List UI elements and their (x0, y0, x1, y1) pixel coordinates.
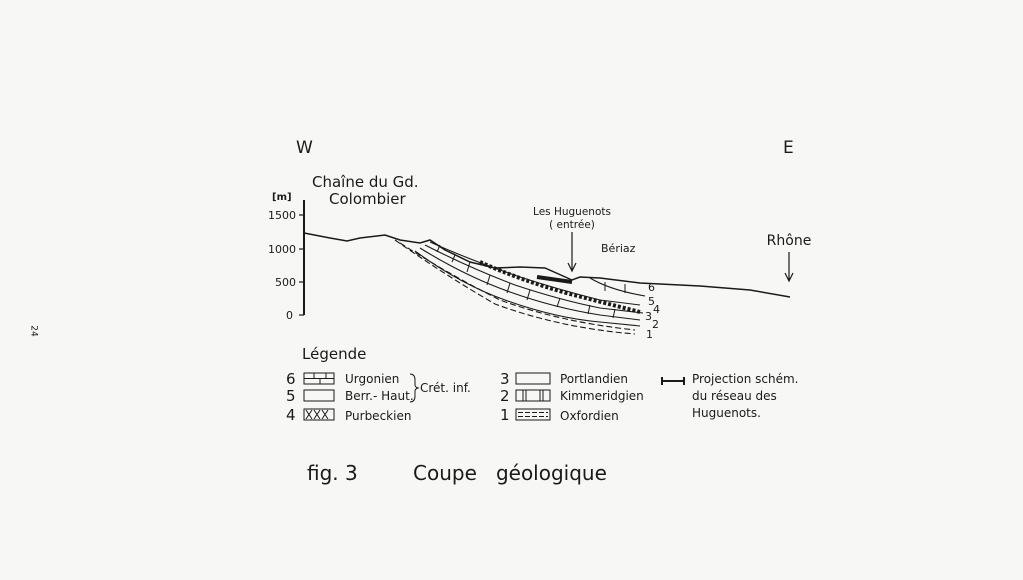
cave-label-2: ( entrée) (549, 219, 595, 231)
svg-text:6: 6 (286, 370, 296, 388)
mountain-label: Chaîne du Gd. (312, 173, 419, 191)
oxfordien-dash-1 (399, 242, 636, 331)
projection-label-3: Huguenots. (692, 406, 761, 420)
vertical-pattern-icon (515, 389, 551, 402)
svg-text:2: 2 (652, 318, 659, 331)
y-tick-0: 0 (286, 309, 293, 322)
mountain-label-2: Colombier (329, 190, 407, 208)
svg-text:1: 1 (646, 328, 653, 341)
village-label: Bériaz (601, 242, 636, 255)
svg-text:3: 3 (500, 370, 510, 388)
east-label: E (783, 138, 794, 158)
svg-text:6: 6 (648, 281, 655, 294)
blank-pattern-icon (515, 372, 551, 385)
cave-label: Les Huguenots (533, 206, 611, 218)
svg-text:5: 5 (648, 295, 655, 308)
legend-item-2: 2 Kimmeridgien (500, 387, 644, 405)
svg-text:Oxfordien: Oxfordien (560, 409, 619, 423)
legend-item-4: 4 Purbeckien (286, 406, 411, 424)
strata (394, 239, 646, 335)
svg-text:Portlandien: Portlandien (560, 372, 628, 386)
cave-projection (536, 275, 573, 284)
svg-text:4: 4 (653, 303, 660, 316)
figure-title: Coupe géologique (413, 461, 607, 485)
crosses-pattern-icon (303, 408, 335, 421)
group-label: Crét. inf. (420, 381, 471, 395)
y-axis-ticks (299, 214, 304, 316)
dashed-pattern-icon (515, 408, 551, 421)
legend-item-6: 6 Urgonien (286, 370, 399, 388)
stratum-boundary-2-3 (419, 247, 641, 321)
west-label: W (296, 138, 313, 158)
legend-item-3: 3 Portlandien (500, 370, 628, 388)
layer-numbers: 6 5 4 3 2 1 (645, 281, 660, 341)
legend-title: Légende (302, 345, 366, 363)
stratum-boundary-5-6 (589, 277, 646, 297)
svg-text:3: 3 (645, 310, 652, 323)
svg-text:Urgonien: Urgonien (345, 372, 399, 386)
svg-text:Berr.- Haut.: Berr.- Haut. (345, 389, 414, 403)
svg-text:Purbeckien: Purbeckien (345, 409, 411, 423)
y-tick-1000: 1000 (268, 243, 296, 256)
legend-item-1: 1 Oxfordien (500, 406, 619, 424)
y-axis-unit: [m] (272, 192, 292, 203)
figure-number: fig. 3 (307, 461, 358, 485)
legend-item-5: 5 Berr.- Haut. (286, 387, 414, 405)
river-arrow-icon (784, 252, 794, 283)
oxfordien-dash-2 (394, 239, 636, 335)
ground-profile (303, 232, 791, 298)
projection-label: Projection schém. (692, 372, 799, 386)
purbeckien-band (479, 260, 641, 314)
river-label: Rhône (767, 233, 812, 249)
y-tick-1500: 1500 (268, 209, 296, 222)
blank-pattern-icon (303, 389, 335, 402)
cave-arrow-icon (567, 232, 577, 273)
svg-text:Kimmeridgien: Kimmeridgien (560, 389, 644, 403)
svg-text:2: 2 (500, 387, 510, 405)
projection-line-icon (661, 377, 685, 385)
y-tick-500: 500 (275, 276, 296, 289)
projection-label-2: du réseau des (692, 389, 777, 403)
svg-text:1: 1 (500, 406, 510, 424)
svg-text:4: 4 (286, 406, 296, 424)
svg-text:5: 5 (286, 387, 296, 405)
brace-icon (409, 373, 420, 403)
